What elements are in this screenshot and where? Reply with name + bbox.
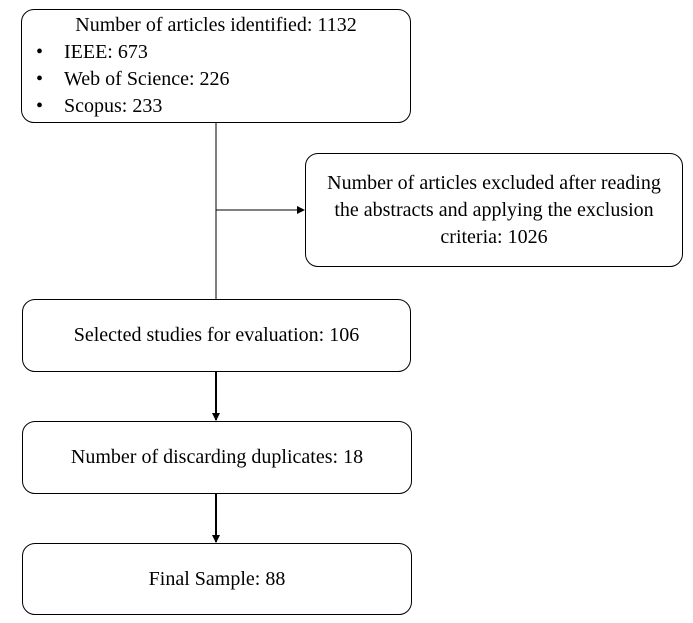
bullet-icon: • [36,68,44,90]
identified-articles-title: Number of articles identified: 1132 [75,14,357,36]
source-item-scopus: • Scopus: 233 [36,93,230,120]
discarded-duplicates-box: Number of discarding duplicates: 18 [22,421,412,494]
discarded-duplicates-text: Number of discarding duplicates: 18 [70,446,364,468]
final-sample-text: Final Sample: 88 [148,567,286,590]
source-list: • IEEE: 673 • Web of Science: 226 • Scop… [36,39,230,120]
source-item-web-of-science: • Web of Science: 226 [36,66,230,93]
identified-articles-box: Number of articles identified: 1132 • IE… [21,9,411,123]
bullet-icon: • [36,95,44,117]
source-item-ieee: • IEEE: 673 [36,39,230,66]
excluded-articles-box: Number of articles excluded after readin… [305,153,683,267]
bullet-icon: • [36,41,44,63]
final-sample-box: Final Sample: 88 [22,543,412,615]
source-label: Web of Science: 226 [64,68,230,90]
selected-studies-text: Selected studies for evaluation: 106 [73,324,360,346]
excluded-articles-text: Number of articles excluded after readin… [327,171,661,248]
source-label: IEEE: 673 [64,41,148,63]
selected-studies-box: Selected studies for evaluation: 106 [22,299,411,372]
source-label: Scopus: 233 [64,95,163,117]
